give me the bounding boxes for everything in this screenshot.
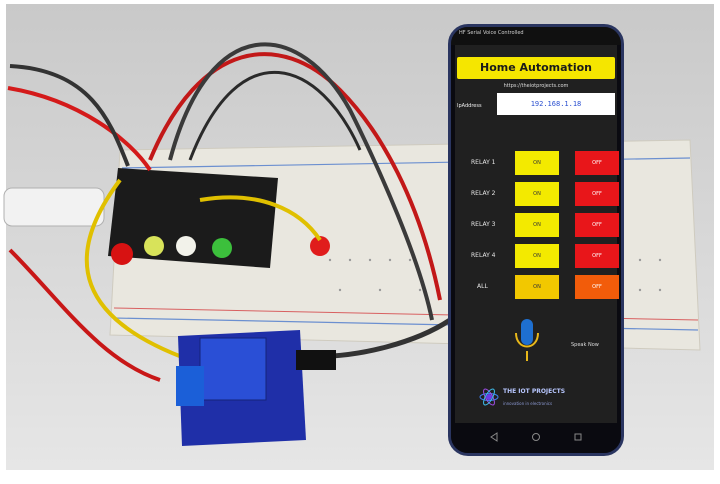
yellow-led	[144, 236, 164, 256]
relay-3-on-button[interactable]: ON	[515, 213, 559, 237]
speak-now-label: Speak Now	[571, 342, 599, 348]
relay-3-label: RELAY 3	[471, 221, 496, 228]
red-led	[111, 243, 133, 265]
back-icon[interactable]	[489, 432, 499, 442]
all-off-button[interactable]: OFF	[575, 275, 619, 299]
ip-address-input[interactable]	[497, 93, 615, 115]
relay-4-label: RELAY 4	[471, 252, 496, 259]
recents-icon[interactable]	[573, 432, 583, 442]
relay-1-on-button[interactable]: ON	[515, 151, 559, 175]
ip-address-label: IpAddress	[457, 103, 482, 109]
relay-1-off-button[interactable]: OFF	[575, 151, 619, 175]
brand-name: THE IOT PROJECTS	[503, 388, 566, 395]
status-text: HF Serial Voice Controlled	[459, 30, 524, 36]
home-icon[interactable]	[531, 432, 541, 442]
brand-tagline: innovation in electronics	[503, 401, 553, 406]
nav-bar	[451, 423, 621, 453]
atom-logo-icon	[479, 388, 499, 406]
white-led	[176, 236, 196, 256]
title-bar: Home Automation	[457, 57, 615, 79]
green-led	[212, 238, 232, 258]
relay-4-on-button[interactable]: ON	[515, 244, 559, 268]
app-screen: Home Automation https://theiotprojects.c…	[455, 45, 619, 427]
all-relays-label: ALL	[477, 283, 488, 290]
relay-1-label: RELAY 1	[471, 159, 496, 166]
red-led-2	[310, 236, 330, 256]
status-bar: HF Serial Voice Controlled	[451, 27, 621, 45]
relay-3-off-button[interactable]: OFF	[575, 213, 619, 237]
microphone-icon[interactable]	[513, 315, 541, 367]
site-url[interactable]: https://theiotprojects.com	[503, 83, 569, 89]
usb-cable	[3, 187, 105, 227]
relay-2-label: RELAY 2	[471, 190, 496, 197]
relay-2-off-button[interactable]: OFF	[575, 182, 619, 206]
smartphone: HF Serial Voice Controlled Home Automati…	[448, 24, 624, 456]
relay-2-on-button[interactable]: ON	[515, 182, 559, 206]
relay-4-off-button[interactable]: OFF	[575, 244, 619, 268]
app-title: Home Automation	[480, 61, 592, 74]
all-on-button[interactable]: ON	[515, 275, 559, 299]
